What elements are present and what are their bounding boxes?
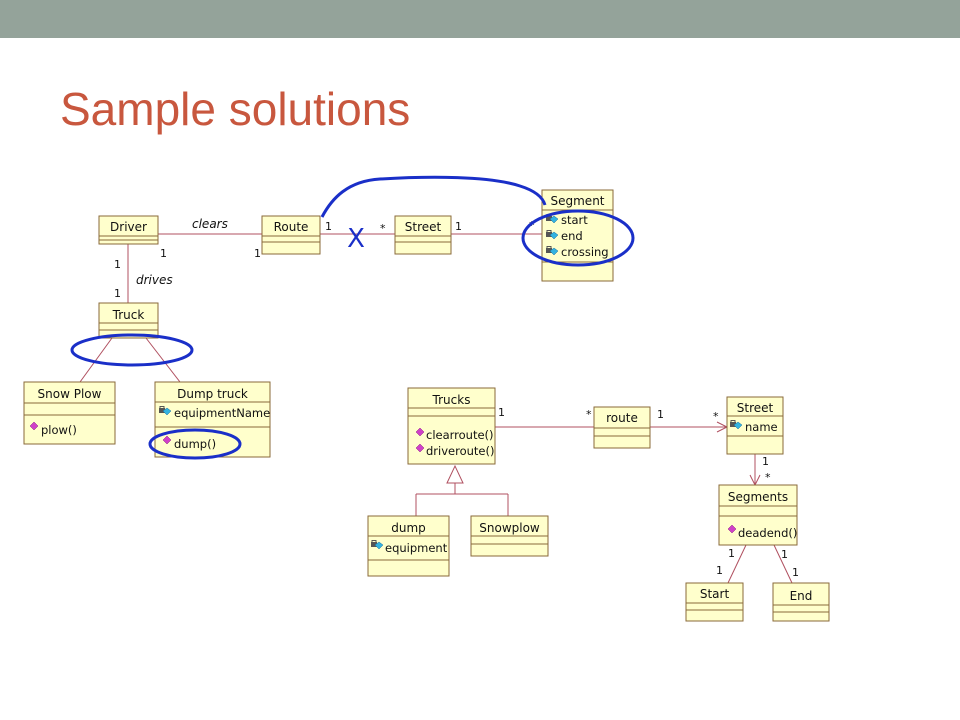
mult: 1 [114, 258, 121, 271]
class-trucks: Trucks clearroute() driveroute() [407, 387, 496, 465]
mult: * [765, 471, 771, 484]
class-segments: Segments deadend() [718, 484, 798, 546]
class-segment: Segment start end crossing [541, 189, 614, 282]
mult: 1 [728, 547, 735, 560]
mult: 1 [657, 408, 664, 421]
class-name: Driver [110, 220, 147, 234]
class-name: Truck [112, 308, 145, 322]
attribute: equipmentName [174, 406, 270, 420]
gen-truck-snowplow [79, 337, 113, 383]
class-name: Dump truck [177, 387, 248, 401]
class-name: Snowplow [479, 521, 540, 535]
mult: * [529, 219, 535, 232]
annotation-circle-dump-op [148, 428, 242, 460]
mult: 1 [716, 564, 723, 577]
class-name: Street [737, 401, 774, 415]
operation: deadend() [738, 526, 797, 540]
class-name: Segments [728, 490, 788, 504]
mult: 1 [792, 566, 799, 579]
mult: 1 [455, 220, 462, 233]
assoc-segments-end [773, 544, 793, 584]
operation: dump() [174, 437, 216, 451]
mult: * [586, 408, 592, 421]
class-name: End [790, 589, 813, 603]
class-dump-truck: Dump truck equipmentName dump() [154, 381, 271, 458]
class-name: Route [274, 220, 309, 234]
class-truck: Truck [98, 302, 159, 339]
operation: plow() [41, 423, 77, 437]
class-driver: Driver [98, 215, 159, 245]
gen-truck-dumptruck [145, 337, 181, 383]
class-route-2: route [593, 406, 651, 449]
class-name: Trucks [432, 393, 471, 407]
annotation-circle-generalization [70, 333, 194, 367]
mult: 1 [498, 406, 505, 419]
annotation-circle-segment-attrs [521, 209, 635, 267]
attribute: start [561, 213, 588, 227]
assoc-label-clears: clears [192, 217, 228, 231]
annotation-cross-mark: X [347, 224, 365, 254]
mult: 1 [254, 247, 261, 260]
class-street-2: Street name [726, 396, 784, 455]
class-dump: dump equipment [367, 515, 450, 577]
class-snowplow: Snowplow [470, 515, 549, 557]
class-name: Segment [551, 194, 605, 208]
class-name: route [606, 411, 638, 425]
slide-title: Sample solutions [60, 83, 411, 135]
svg-text:X: X [347, 224, 365, 254]
mult: 1 [160, 247, 167, 260]
attribute: end [561, 229, 583, 243]
attribute: equipment [385, 541, 448, 555]
mult: * [713, 410, 719, 423]
slide-top-bar [0, 0, 960, 38]
annotation-curve [320, 175, 547, 218]
attribute: name [745, 420, 778, 434]
class-route: Route [261, 215, 321, 255]
mult: 1 [762, 455, 769, 468]
class-start: Start [685, 582, 744, 622]
class-end: End [772, 582, 830, 622]
class-street: Street [394, 215, 452, 255]
operation: clearroute() [426, 428, 494, 442]
attribute: crossing [561, 245, 609, 259]
mult: 1 [114, 287, 121, 300]
mult: * [380, 222, 386, 235]
class-snow-plow: Snow Plow plow() [23, 381, 116, 445]
mult: 1 [325, 220, 332, 233]
assoc-label-drives: drives [136, 273, 173, 287]
class-name: Street [405, 220, 442, 234]
mult: 1 [781, 548, 788, 561]
class-name: dump [391, 521, 426, 535]
generalization-trucks [415, 464, 509, 516]
class-name: Start [700, 587, 730, 601]
operation: driveroute() [426, 444, 494, 458]
class-name: Snow Plow [38, 387, 102, 401]
assoc-segments-start [727, 544, 747, 584]
